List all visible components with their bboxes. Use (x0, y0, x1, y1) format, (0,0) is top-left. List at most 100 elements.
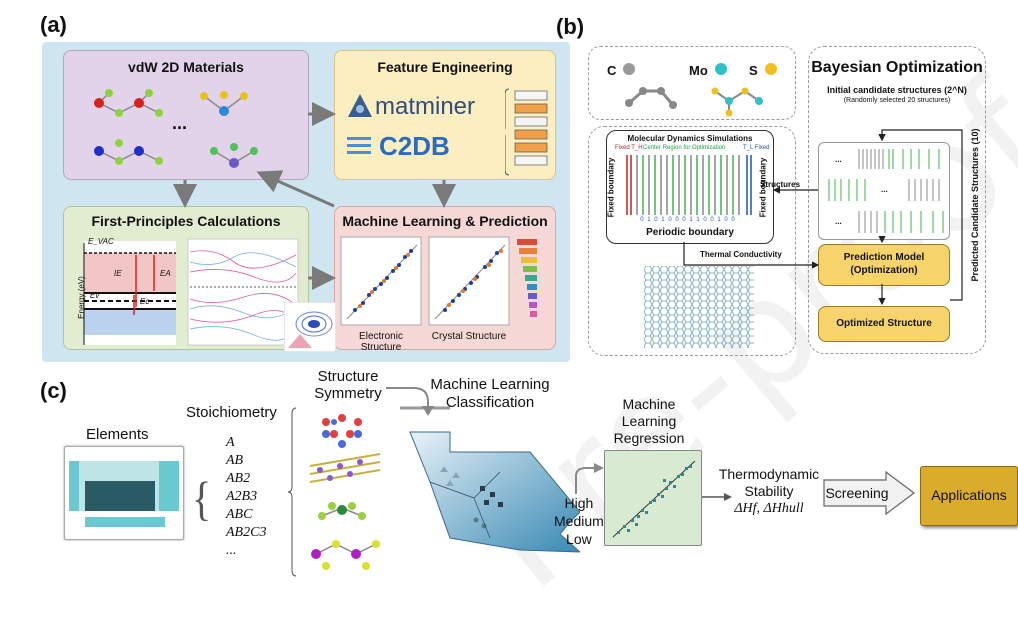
ml-classification-title: Machine Learning Classification (430, 376, 550, 412)
screening-label: Screening (825, 485, 889, 501)
gaussian-contour-icon (284, 302, 336, 352)
panel-c-label: (c) (40, 378, 67, 403)
prediction-model-sub: (Optimization) (850, 265, 918, 276)
md-outer-box (588, 126, 796, 356)
ec-label: Ec (140, 297, 150, 306)
initial-candidates-sub: (Randomly selected 20 structures) (843, 97, 951, 104)
element-c-dot (623, 63, 635, 75)
crystal-structure-caption: Crystal Structure (431, 331, 507, 342)
thermo-line1: Thermodynamic (718, 466, 820, 482)
screening-arrow (823, 470, 915, 516)
bayesian-title: Bayesian Optimization (811, 59, 983, 76)
initial-candidates-label: Initial candidate structures (2^N) (827, 85, 967, 95)
vdw-title: vdW 2D Materials (128, 59, 244, 75)
candidate-ellipsis-top: ... (835, 155, 842, 164)
md-title: Molecular Dynamics Simulations (627, 134, 753, 143)
evac-label: E_VAC (88, 237, 114, 246)
structure-symmetry-title: Structure Symmetry (312, 368, 384, 402)
ml-regression-title: Machine Learning Regression (594, 396, 704, 447)
classification-funnel (400, 406, 580, 553)
periodic-boundary-label: Periodic boundary (646, 227, 734, 238)
matminer-text: matminer (375, 93, 476, 120)
formula-0: A (226, 435, 235, 450)
feature-vector-grid (505, 88, 548, 176)
left-brace: { (192, 471, 212, 526)
vdw-structures (94, 89, 258, 168)
ml-title: Machine Learning & Prediction (342, 213, 548, 229)
binary-sequence: 0 1 0 1 0 0 0 1 1 0 0 1 0 0 (640, 217, 736, 223)
structures-label: Structures (760, 180, 801, 189)
c2db-logo-icon (347, 137, 371, 154)
panel-b-arrows (683, 129, 963, 306)
formula-4: ABC (226, 507, 253, 522)
periodic-table-icon (69, 461, 179, 527)
prediction-model-label: Prediction Model (843, 252, 925, 263)
candidate-ellipsis-mid: ... (881, 185, 888, 194)
regression-to-stability-arrow (702, 493, 732, 501)
panel-b-label: (b) (556, 14, 585, 39)
element-s-label: S (749, 63, 758, 78)
levels-arrow (575, 463, 604, 494)
panel-a-label: (a) (40, 12, 67, 37)
ev-label: Ev (90, 291, 100, 300)
element-mo-dot (715, 63, 727, 75)
thermal-conductivity-label: Thermal Conductivity (700, 250, 782, 259)
formula-list: A AB AB2 A2B3 ABC AB2C3 ... (226, 434, 266, 560)
regression-scatter (612, 460, 696, 538)
structure-word: Structure (317, 368, 379, 385)
element-c-label: C (607, 63, 617, 78)
band-diagram (83, 238, 299, 346)
formula-5: AB2C3 (226, 525, 267, 540)
crystal-structures-icon (287, 407, 381, 577)
feature-engineering-box: Feature Engineering matminer C2DB (334, 50, 556, 180)
candidate-structures-grid (828, 149, 944, 233)
optimized-structure-label: Optimized Structure (836, 318, 932, 329)
center-region-label: Center Region for Optimization (643, 145, 726, 151)
element-s-dot (765, 63, 777, 75)
level-high: High (564, 495, 594, 511)
level-medium: Medium (554, 513, 604, 529)
ml-scatter-plots (340, 236, 537, 326)
level-low: Low (566, 531, 592, 547)
formula-6: ... (226, 543, 237, 558)
elements-legend-box: C Mo S (588, 46, 796, 120)
periodic-table-image (64, 446, 184, 540)
funnel-input-arrow (386, 387, 434, 416)
ml-regression-line1: Machine Learning (621, 396, 677, 429)
c2db-text: C2DB (379, 131, 450, 161)
vdw-ellipsis: ... (172, 113, 188, 133)
applications-label: Applications (931, 487, 1007, 503)
bayesian-optimization-box: Bayesian Optimization Initial candidate … (808, 46, 986, 354)
formula-1: AB (226, 453, 244, 468)
fixed-tl-label: T_L Fixed (743, 145, 770, 151)
first-principles-box: First-Principles Calculations E_VAC IE E… (63, 206, 309, 350)
thermo-stability-title: Thermodynamic Stability ΔHf, ΔHhull (714, 466, 824, 517)
candidate-ellipsis-bottom: ... (835, 217, 842, 226)
ml-classification-line1: Machine Learning (430, 376, 550, 393)
prediction-model-box: Prediction Model (Optimization) (818, 244, 950, 286)
md-structure-lattice (644, 266, 754, 348)
formula-3: A2B3 (226, 489, 258, 504)
feature-title: Feature Engineering (377, 59, 513, 75)
ea-label: EA (160, 269, 171, 278)
element-mo-label: Mo (689, 63, 708, 78)
thermo-line2: Stability (744, 483, 794, 499)
vdw-materials-box: vdW 2D Materials ... (63, 50, 309, 180)
formula-2: AB2 (226, 471, 251, 486)
symmetry-word: Symmetry (314, 385, 382, 402)
stoichiometry-title: Stoichiometry (186, 404, 277, 421)
matminer-logo-icon (348, 94, 372, 117)
panel-a-arrows (173, 102, 456, 290)
elements-title: Elements (86, 426, 149, 443)
first-principles-title: First-Principles Calculations (91, 213, 281, 229)
ml-regression-line2: Regression (613, 430, 685, 446)
electronic-structure-caption: Electronic Structure (359, 331, 403, 353)
molecule-icons (625, 87, 763, 117)
optimized-structure-box: Optimized Structure (818, 306, 950, 342)
fixed-th-label: Fixed T_H (615, 145, 643, 151)
class-levels: High Medium Low (554, 494, 604, 548)
applications-box: Applications (920, 466, 1018, 526)
regression-plot (604, 450, 702, 546)
md-lattice (626, 155, 752, 215)
thermo-formula: ΔHf, ΔHhull (734, 501, 804, 516)
